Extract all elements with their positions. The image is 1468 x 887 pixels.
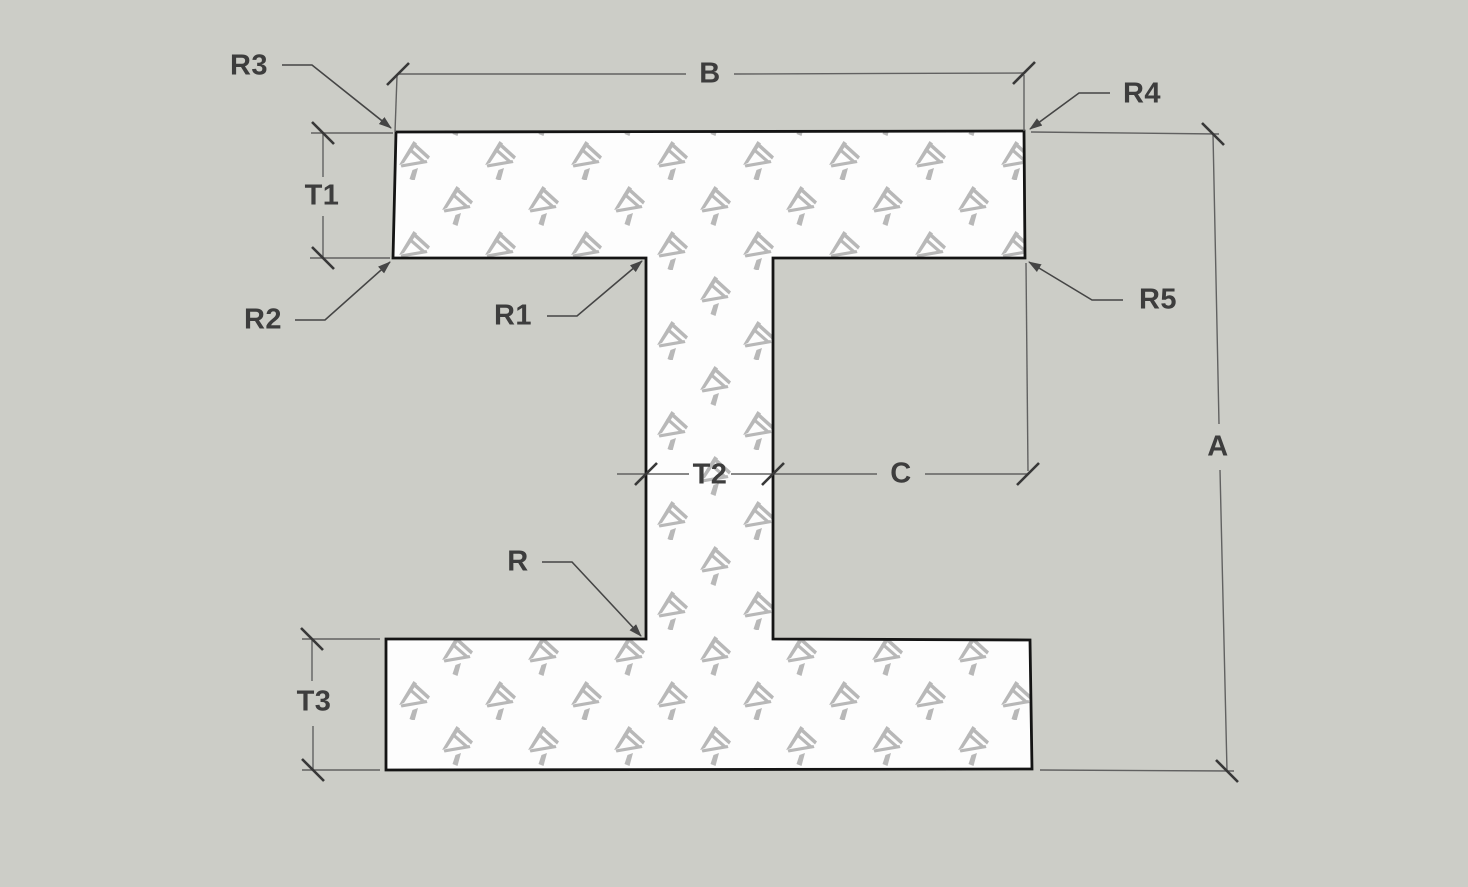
- ibeam-shape: [384, 129, 1034, 772]
- dim-label-r2: R2: [243, 303, 283, 336]
- ibeam-outline: [384, 129, 1034, 772]
- ext-b-left: [394, 75, 398, 133]
- dim-label-t1: T1: [304, 179, 340, 212]
- tick-b-left: [386, 62, 410, 86]
- dim-label-c: C: [890, 457, 912, 490]
- dim-label-a: A: [1207, 430, 1229, 463]
- ext-c-right: [1025, 262, 1029, 472]
- tick-t3-bottom: [301, 758, 325, 782]
- leader-r1: [547, 260, 643, 317]
- tick-t1-bottom: [311, 246, 335, 270]
- dim-t3-line: [311, 639, 314, 770]
- ext-a-bottom: [1039, 769, 1235, 772]
- dim-label-r3: R3: [229, 49, 269, 82]
- dim-label-t2: T2: [692, 458, 728, 491]
- leader-r3: [282, 64, 392, 129]
- leader-r5: [1028, 261, 1123, 301]
- tick-b-right: [1012, 61, 1036, 85]
- leader-r2: [295, 261, 391, 321]
- dim-label-r: R: [507, 545, 529, 578]
- dimension-lines: [311, 72, 1228, 772]
- leader-r4: [1029, 92, 1110, 130]
- dim-a-line: [1212, 133, 1228, 772]
- ext-a-top: [1030, 131, 1220, 135]
- dim-label-b: B: [699, 57, 721, 90]
- dim-label-r5: R5: [1138, 283, 1178, 316]
- extension-lines: [302, 75, 1235, 772]
- tick-t1-top: [311, 121, 335, 145]
- tick-a-top: [1201, 122, 1225, 146]
- dim-label-t3: T3: [296, 685, 332, 718]
- tick-t3-top: [300, 627, 324, 651]
- leader-lines: [282, 64, 1123, 637]
- tick-t2-right: [761, 462, 785, 486]
- dim-b-line: [398, 72, 1025, 75]
- leader-r: [542, 561, 642, 637]
- tick-marks: [300, 61, 1239, 783]
- tick-c-right: [1016, 462, 1040, 486]
- dim-label-r4: R4: [1122, 77, 1162, 110]
- dim-label-r1: R1: [493, 299, 533, 332]
- tick-a-bottom: [1215, 759, 1239, 783]
- tick-t2-left: [634, 462, 658, 486]
